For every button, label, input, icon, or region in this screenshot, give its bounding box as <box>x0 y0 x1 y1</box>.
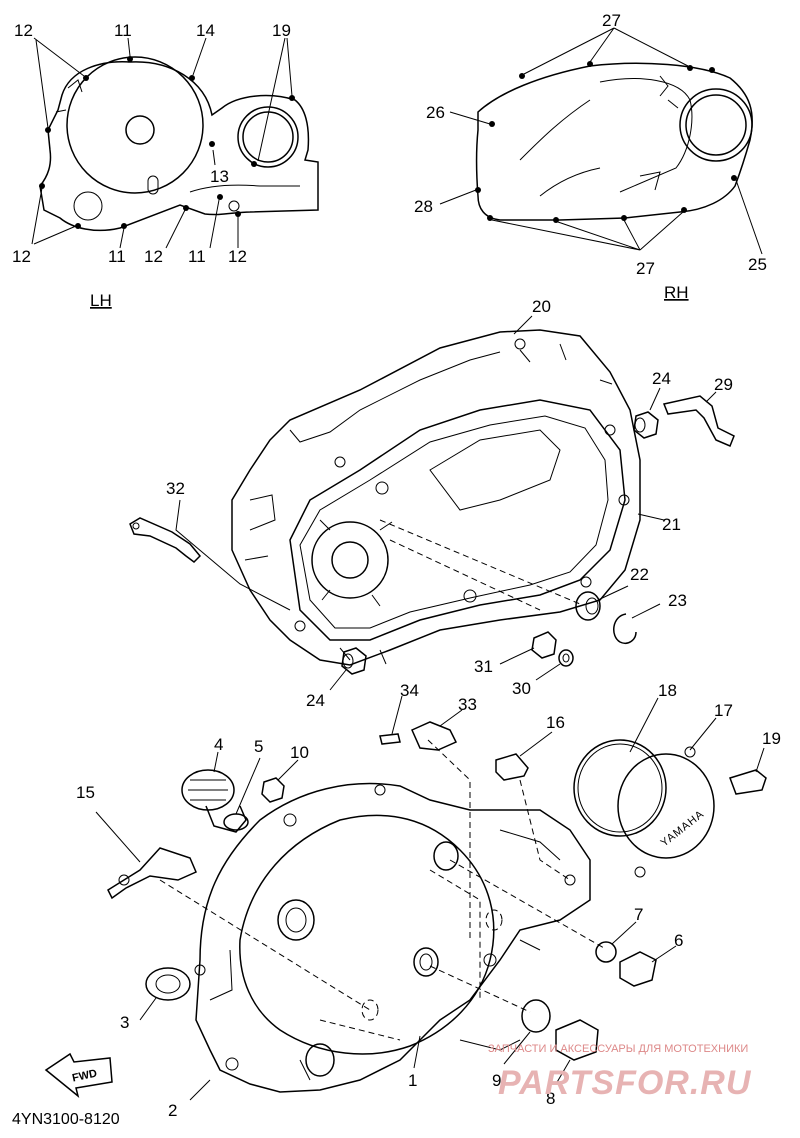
label-13: 13 <box>210 167 229 186</box>
rh-gasket-dots <box>475 61 737 223</box>
label-14: 14 <box>196 21 215 40</box>
label-28: 28 <box>414 197 433 216</box>
label-6: 6 <box>674 931 683 950</box>
section-rh: RH <box>664 283 689 302</box>
label-10: 10 <box>290 743 309 762</box>
crankcase-leader-lines <box>175 315 717 691</box>
label-4: 4 <box>214 735 223 754</box>
label-31: 31 <box>474 657 493 676</box>
label-7: 7 <box>634 905 643 924</box>
label-24: 24 <box>652 369 671 388</box>
label-27: 27 <box>636 259 655 278</box>
label-12: 12 <box>144 247 163 266</box>
label-19: 19 <box>272 21 291 40</box>
label-33: 33 <box>458 695 477 714</box>
label-15: 15 <box>76 783 95 802</box>
watermark: ЗАПЧАСТИ И АКСЕССУАРЫ ДЛЯ МОТОТЕХНИКИ PA… <box>488 1043 752 1102</box>
section-lh: LH <box>90 291 112 310</box>
label-24: 24 <box>306 691 325 710</box>
label-18: 18 <box>658 681 677 700</box>
label-27: 27 <box>602 11 621 30</box>
lh-leader-lines <box>31 37 293 249</box>
rh-leader-lines <box>439 27 763 255</box>
label-12: 12 <box>12 247 31 266</box>
crankcase-small-parts <box>129 395 735 675</box>
label-3: 3 <box>120 1013 129 1032</box>
label-11: 11 <box>108 247 126 266</box>
label-22: 22 <box>630 565 649 584</box>
label-12: 12 <box>228 247 247 266</box>
rh-gasket <box>475 62 753 221</box>
crankcase <box>231 329 641 666</box>
label-9: 9 <box>492 1071 501 1090</box>
clutch-cover-leader-lines <box>95 695 765 1101</box>
lh-gasket <box>39 56 319 232</box>
label-11: 11 <box>188 247 206 266</box>
watermark-logo: PARTSFOR.RU <box>498 1064 752 1102</box>
label-2: 2 <box>168 1101 177 1120</box>
label-34: 34 <box>400 681 419 700</box>
label-29: 29 <box>714 375 733 394</box>
label-8: 8 <box>546 1089 555 1108</box>
label-19: 19 <box>762 729 781 748</box>
label-23: 23 <box>668 591 687 610</box>
label-30: 30 <box>512 679 531 698</box>
label-5: 5 <box>254 737 263 756</box>
diagram-code: 4YN3100-8120 <box>12 1111 120 1128</box>
label-16: 16 <box>546 713 565 732</box>
watermark-tagline: ЗАПЧАСТИ И АКСЕССУАРЫ ДЛЯ МОТОТЕХНИКИ <box>488 1043 748 1055</box>
clutch-cover <box>194 782 591 1093</box>
label-11: 11 <box>114 21 132 40</box>
clutch-cover-small-parts <box>44 721 767 1099</box>
label-12: 12 <box>14 21 33 40</box>
lh-gasket-dots <box>39 56 295 229</box>
label-32: 32 <box>166 479 185 498</box>
callout-labels: 12 11 14 19 13 12 11 12 11 12 LH 27 26 2… <box>12 11 781 1128</box>
fwd-arrow-label: FWD <box>71 1068 98 1085</box>
label-21: 21 <box>662 515 681 534</box>
label-20: 20 <box>532 297 551 316</box>
label-26: 26 <box>426 103 445 122</box>
label-25: 25 <box>748 255 767 274</box>
label-1: 1 <box>408 1071 417 1090</box>
label-17: 17 <box>714 701 733 720</box>
